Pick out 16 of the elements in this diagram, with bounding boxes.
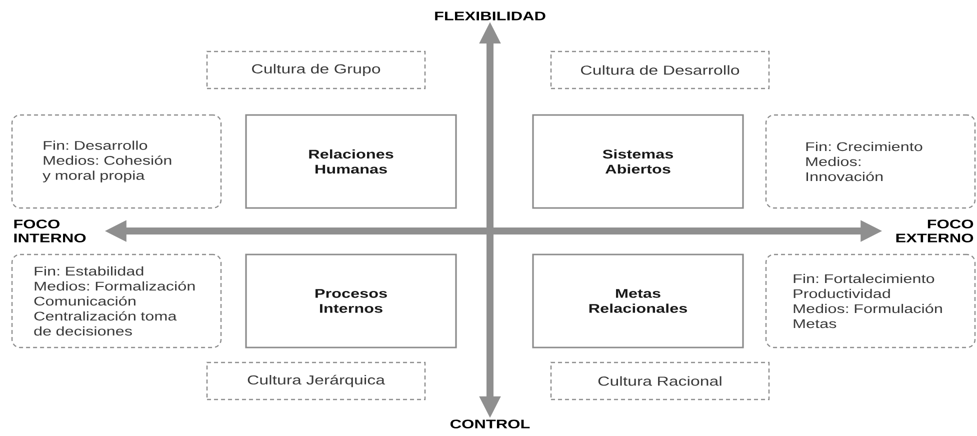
quadrant-box: Sistemas Abiertos — [532, 114, 744, 209]
axis-label: FLEXIBILIDAD — [435, 12, 546, 20]
description-box: Fin: Estabilidad Medios: Formalización Comunicación Centralización toma de decisiones — [11, 254, 222, 348]
culture-box: Cultura de Desarrollo — [550, 50, 770, 90]
description-box: Fin: Crecimiento Medios: Innovación — [765, 114, 976, 209]
axis-label: CONTROL — [450, 420, 530, 428]
quadrant-box: Relaciones Humanas — [245, 114, 457, 209]
culture-box: Cultura de Grupo — [206, 50, 426, 90]
description-box: Fin: Fortalecimiento Productividad Medios: Formulación Metas — [765, 254, 976, 348]
quadrant-box: Metas Relacionales — [532, 254, 744, 348]
culture-box: Cultura Racional — [550, 362, 770, 400]
axis-label: FOCO EXTERNO — [896, 220, 974, 242]
quadrant-box: Procesos Internos — [245, 254, 457, 348]
culture-box: Cultura Jerárquica — [206, 362, 426, 400]
description-box: Fin: Desarrollo Medios: Cohesión y moral propia — [11, 114, 222, 209]
axis-label: FOCO INTERNO — [14, 220, 86, 242]
